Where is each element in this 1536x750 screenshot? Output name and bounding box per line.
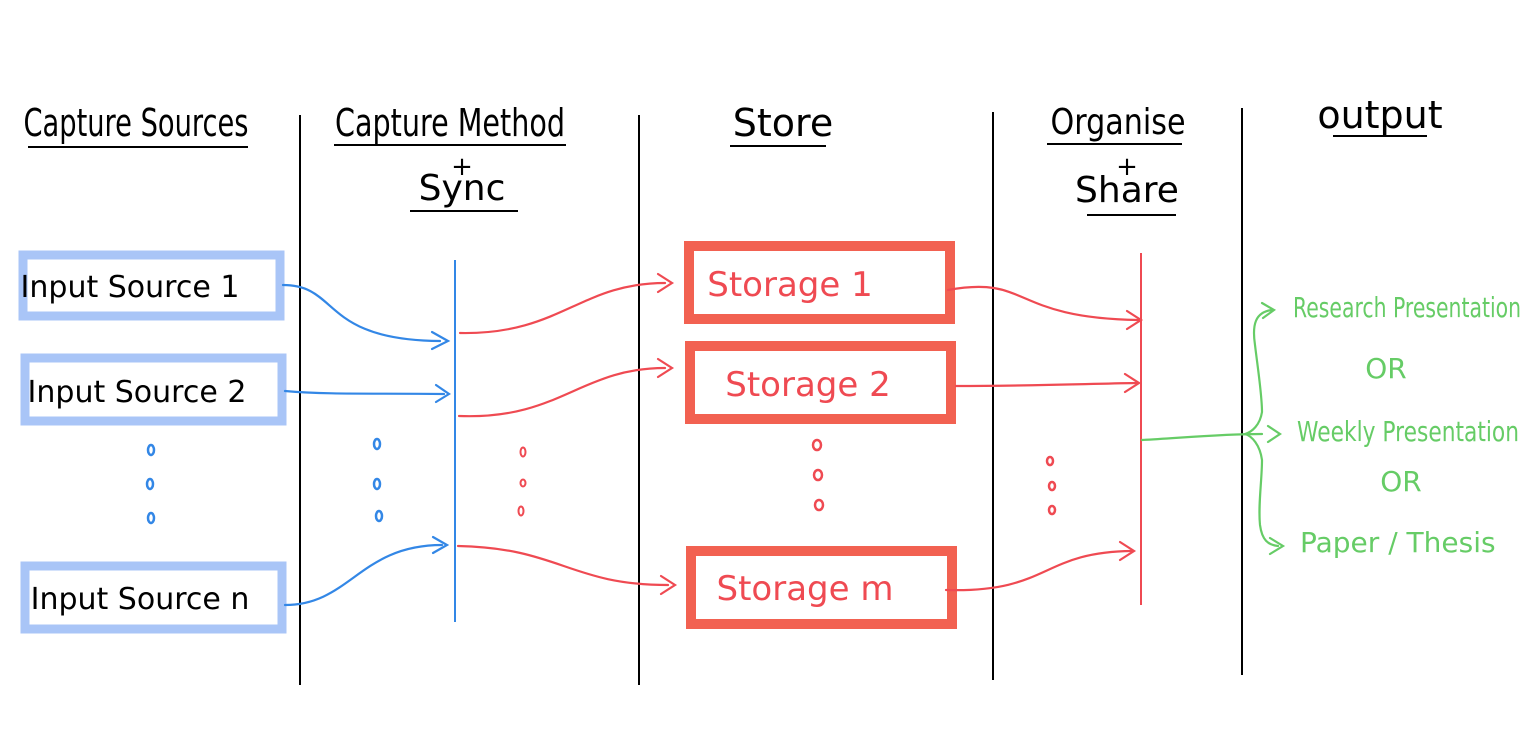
storage-ellipsis <box>811 438 1057 516</box>
output-paper-thesis: Paper / Thesis <box>1300 526 1496 559</box>
flow-arrow <box>281 283 442 343</box>
ellipsis-dot <box>813 498 825 512</box>
flow-arrow <box>946 285 1140 322</box>
ellipsis-dot <box>146 443 156 457</box>
arrow-head <box>659 574 678 596</box>
output-brace <box>1241 308 1280 548</box>
output-weekly-presentation: Weekly Presentation <box>1297 415 1519 448</box>
arrow-head <box>1266 424 1282 444</box>
flow-arrow <box>457 366 667 418</box>
arrow-head <box>1125 309 1144 331</box>
flow-arrow <box>283 389 446 396</box>
arrow-head <box>1268 536 1286 556</box>
source-ellipsis <box>145 437 384 525</box>
ellipsis-dot <box>1045 455 1055 467</box>
input-source-label: Input Source 2 <box>28 375 247 410</box>
flow-arrow <box>954 381 1138 388</box>
ellipsis-dot <box>372 437 382 451</box>
header-sync: Sync <box>419 168 506 209</box>
input-source-label: Input Source n <box>31 582 250 617</box>
output-options: Research Presentation OR Weekly Presenta… <box>1293 291 1521 559</box>
arrow-head <box>656 357 675 379</box>
arrow-head <box>1118 540 1137 562</box>
arrow-head <box>656 272 675 294</box>
ellipsis-dot <box>519 446 527 458</box>
flow-arrow <box>456 544 670 587</box>
ellipsis-dot <box>812 468 824 482</box>
storage-to-share-arrows <box>944 285 1144 592</box>
flow-arrow <box>458 281 667 335</box>
ellipsis-dot <box>811 438 823 452</box>
ellipsis-dot <box>517 505 525 517</box>
source-to-sync-arrows <box>281 283 452 607</box>
sync-ellipsis <box>517 446 527 517</box>
flow-arrow <box>283 543 444 607</box>
output-research-presentation: Research Presentation <box>1293 291 1521 324</box>
input-source-box <box>18 250 285 321</box>
arrow-head <box>1123 372 1142 394</box>
sync-to-storage-arrows <box>456 272 678 596</box>
header-capture-method: Capture Method <box>335 101 565 145</box>
storages: Storage 1 Storage 2 Storage m <box>684 241 957 629</box>
input-source-box <box>20 561 287 634</box>
header-plus: + <box>451 152 473 182</box>
ellipsis-dot <box>519 478 527 488</box>
arrow-head <box>1260 301 1277 320</box>
storage-box <box>685 341 956 424</box>
header-store: Store <box>733 101 833 145</box>
arrow-head <box>434 383 452 404</box>
storage-label: Storage 1 <box>707 265 872 305</box>
output-or: OR <box>1365 352 1407 385</box>
column-dividers <box>299 108 1243 685</box>
storage-label: Storage 2 <box>725 365 890 405</box>
ellipsis-dot <box>374 509 384 523</box>
column-headers: Capture Sources Capture Method + Sync St… <box>24 93 1443 216</box>
ellipsis-dot <box>1047 504 1057 516</box>
flow-arrow <box>1140 432 1264 442</box>
ellipsis-dot <box>145 477 155 491</box>
storage-label: Storage m <box>717 569 894 609</box>
header-capture-sources: Capture Sources <box>24 101 249 145</box>
input-sources: Input Source 1 Input Source 2 Input Sour… <box>18 250 287 634</box>
input-source-box <box>20 353 287 426</box>
header-output: output <box>1317 93 1442 137</box>
flow-arrow <box>944 549 1134 592</box>
ellipsis-dot <box>372 477 382 491</box>
storage-box <box>684 241 955 324</box>
input-source-label: Input Source 1 <box>21 270 240 305</box>
ellipsis-dot <box>146 511 156 525</box>
header-share: Share <box>1075 170 1179 211</box>
arrow-head <box>430 330 451 351</box>
header-plus: + <box>1116 152 1138 182</box>
ellipsis-dot <box>1047 480 1057 492</box>
output-arrows <box>1140 301 1286 556</box>
output-or: OR <box>1380 465 1422 498</box>
header-organise: Organise <box>1051 102 1186 143</box>
storage-box <box>686 546 957 629</box>
arrow-head <box>431 535 450 555</box>
